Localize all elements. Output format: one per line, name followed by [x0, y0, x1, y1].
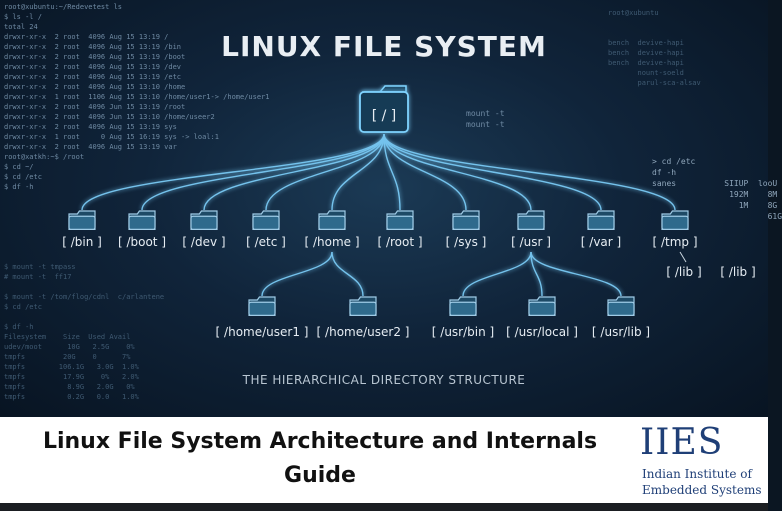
logo-line-2: Embedded Systems	[642, 483, 762, 497]
level1-label-9: [ /tmp ]	[652, 235, 697, 249]
home-child-label-1: [ /home/user2 ]	[317, 325, 410, 339]
lib-connector	[679, 251, 687, 263]
terminal-text-mid: mount -t mount -t	[466, 109, 505, 129]
usr-child-label-1: [ /usr/local ]	[506, 325, 578, 339]
terminal-text-left: root@xubuntu:~/Redevetest ls $ ls -l / t…	[4, 3, 270, 191]
edge-root-8	[383, 133, 602, 211]
banner-title: Linux File System Architecture and Inter…	[0, 425, 640, 493]
lib-label-1: [ /lib ]	[720, 265, 755, 279]
edge-root-4	[331, 133, 385, 211]
footer-banner: Linux File System Architecture and Inter…	[0, 417, 768, 511]
edge-root-6	[383, 133, 467, 211]
home-child-label-0: [ /home/user1 ]	[216, 325, 309, 339]
logo-line-1: Indian Institute of	[642, 467, 752, 481]
edge-usr-0	[462, 251, 532, 297]
banner-title-line2: Guide	[284, 463, 356, 488]
usr-child-label-2: [ /usr/lib ]	[592, 325, 650, 339]
iies-logo: IIES Indian Institute of Embedded System…	[640, 423, 764, 505]
terminal-text-left-lower: $ mount -t tmpass # mount -t ff17 $ moun…	[4, 263, 165, 401]
folder-icon-level1-3	[252, 210, 280, 230]
edge-home-0	[261, 251, 333, 297]
diagram-subtitle: THE HIERARCHICAL DIRECTORY STRUCTURE	[242, 373, 526, 387]
level1-label-4: [ /home ]	[304, 235, 359, 249]
folder-icon-level1-7	[517, 210, 545, 230]
terminal-text-right-top: root@xubuntu bench devive-hapi bench dev…	[608, 9, 701, 87]
folder-icon-level1-9	[661, 210, 689, 230]
edge-root-2	[203, 133, 385, 211]
level1-label-1: [ /boot ]	[118, 235, 166, 249]
level1-label-6: [ /sys ]	[446, 235, 487, 249]
edge-root-5	[383, 133, 401, 211]
logo-mark: IIES	[640, 422, 724, 463]
hero-image: root@xubuntu:~/Redevetest ls $ ls -l / t…	[0, 0, 782, 417]
edge-home-1	[331, 251, 364, 297]
folder-icon-home-0	[248, 296, 276, 316]
folder-icon-home-1	[349, 296, 377, 316]
lib-label-0: [ /lib ]	[666, 265, 701, 279]
folder-icon-usr-1	[528, 296, 556, 316]
edge-root-9	[383, 133, 676, 211]
folder-icon-level1-1	[128, 210, 156, 230]
edge-root-7	[383, 133, 532, 211]
directory-tree-diagram: [ / ] [ /bin ] [ /boot ] [ /dev ] [ /etc ] [ …	[62, 85, 756, 339]
level1-label-5: [ /root ]	[377, 235, 422, 249]
edge-root-1	[141, 133, 385, 211]
folder-icon-usr-2	[607, 296, 635, 316]
level1-label-2: [ /dev ]	[182, 235, 225, 249]
page-title: LINUX FILE SYSTEM	[221, 30, 547, 63]
root-folder-icon	[359, 85, 409, 133]
usr-child-label-0: [ /usr/bin ]	[432, 325, 494, 339]
folder-icon-level1-4	[318, 210, 346, 230]
root-label: [ / ]	[372, 108, 397, 124]
level1-label-0: [ /bin ]	[62, 235, 102, 249]
edge-root-0	[81, 133, 385, 211]
banner-title-line1: Linux File System Architecture and Inter…	[42, 429, 598, 454]
terminal-text-right: > cd /etc df -h sanes SIIUP looU 192M 8M…	[652, 157, 782, 221]
folder-icon-level1-0	[68, 210, 96, 230]
bottom-strip	[0, 503, 768, 511]
folder-icon-level1-8	[587, 210, 615, 230]
edge-root-3	[265, 133, 385, 211]
edge-usr-1	[530, 251, 543, 297]
folder-icon-level1-2	[190, 210, 218, 230]
folder-icon-level1-6	[452, 210, 480, 230]
folder-icon-level1-5	[386, 210, 414, 230]
level1-label-3: [ /etc ]	[246, 235, 286, 249]
level1-label-7: [ /usr ]	[511, 235, 551, 249]
folder-icon-usr-0	[449, 296, 477, 316]
edge-usr-2	[530, 251, 622, 297]
level1-label-8: [ /var ]	[581, 235, 621, 249]
